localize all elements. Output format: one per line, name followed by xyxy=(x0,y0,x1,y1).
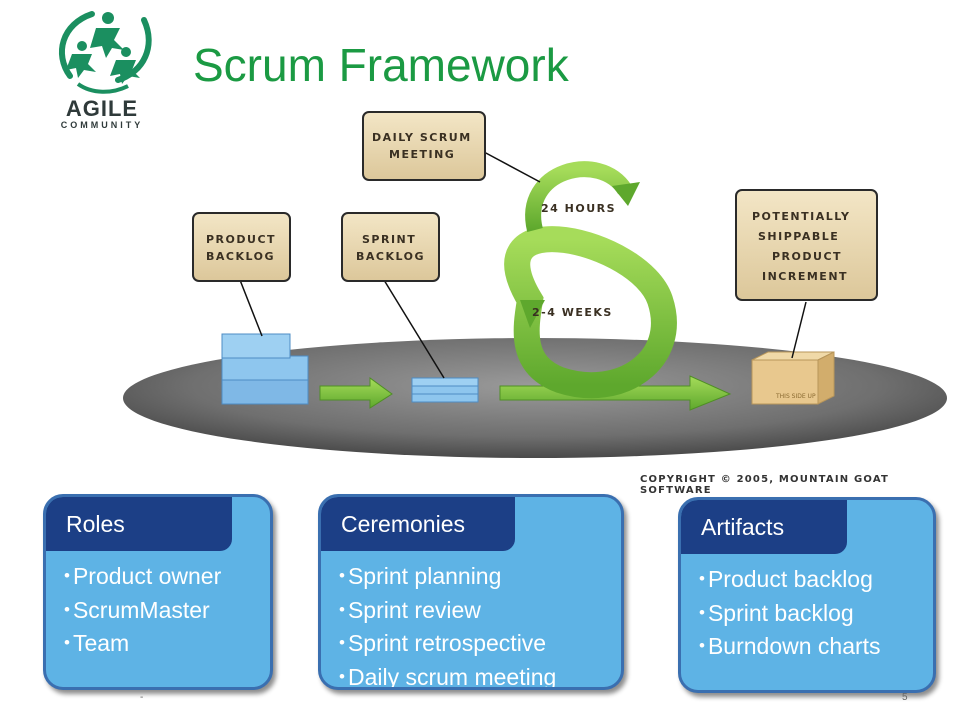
copyright-notice: COPYRIGHT © 2005, MOUNTAIN GOAT SOFTWARE xyxy=(640,474,890,496)
product-backlog-note: PRODUCT BACKLOG xyxy=(192,212,291,282)
increment-label-line: SHIPPABLE xyxy=(758,230,839,243)
hours-label: 24 HOURS xyxy=(541,202,616,215)
list-item: Team xyxy=(64,628,221,662)
roles-card: Roles Product owner ScrumMaster Team xyxy=(43,494,273,690)
list-item: Sprint backlog xyxy=(699,598,881,632)
sprint-cycle-loop-icon xyxy=(504,226,677,399)
list-item: Burndown charts xyxy=(699,631,881,665)
agile-community-logo: AGILE COMMUNITY xyxy=(52,6,162,138)
artifacts-card: Artifacts Product backlog Sprint backlog… xyxy=(678,497,936,693)
daily-scrum-label-line: DAILY SCRUM xyxy=(372,131,472,144)
list-item: Product owner xyxy=(64,561,221,595)
list-item: Daily scrum meeting xyxy=(339,662,556,688)
artifacts-tab: Artifacts xyxy=(681,500,847,554)
artifacts-list: Product backlog Sprint backlog Burndown … xyxy=(699,564,881,665)
artifacts-title: Artifacts xyxy=(701,514,785,540)
logo-word: AGILE xyxy=(65,96,139,121)
weeks-label: 2-4 WEEKS xyxy=(532,306,613,319)
ceremonies-title: Ceremonies xyxy=(341,511,465,537)
sprint-cycle-arrowhead-icon xyxy=(520,300,545,328)
increment-label-line: INCREMENT xyxy=(762,270,848,283)
page-title: Scrum Framework xyxy=(193,39,569,91)
ceremonies-list: Sprint planning Sprint review Sprint ret… xyxy=(339,561,556,688)
box-stamp: THIS SIDE UP xyxy=(775,393,816,400)
sprint-backlog-note: SPRINT BACKLOG xyxy=(341,212,440,282)
sprint-backlog-stack-icon xyxy=(411,377,479,403)
product-backlog-label-line: PRODUCT xyxy=(206,233,276,246)
list-item: Sprint retrospective xyxy=(339,628,556,662)
roles-list: Product owner ScrumMaster Team xyxy=(64,561,221,662)
list-item: Product backlog xyxy=(699,564,881,598)
increment-label-line: PRODUCT xyxy=(772,250,842,263)
product-backlog-stack-icon xyxy=(221,333,309,405)
daily-scrum-note: DAILY SCRUM MEETING xyxy=(362,111,486,181)
list-item: Sprint review xyxy=(339,595,556,629)
flow-arrow-icon xyxy=(319,377,393,409)
page-number: 5 xyxy=(902,692,908,703)
daily-cycle-arrowhead-icon xyxy=(612,182,640,206)
increment-note: POTENTIALLY SHIPPABLE PRODUCT INCREMENT xyxy=(735,189,878,301)
ceremonies-tab: Ceremonies xyxy=(321,497,515,551)
logo-figures-icon xyxy=(59,11,152,94)
scrum-diagram: 24 HOURS 2-4 WEEKS THIS SIDE UP PRODUCT … xyxy=(123,111,947,458)
roles-title: Roles xyxy=(66,511,125,537)
roles-tab: Roles xyxy=(46,497,232,551)
product-backlog-label-line: BACKLOG xyxy=(206,250,275,263)
footer-left-mark: - xyxy=(140,692,144,703)
daily-cycle-loop-icon xyxy=(525,161,632,232)
ceremonies-card: Ceremonies Sprint planning Sprint review… xyxy=(318,494,624,690)
logo-subword: COMMUNITY xyxy=(60,120,144,130)
list-item: Sprint planning xyxy=(339,561,556,595)
increment-label-line: POTENTIALLY xyxy=(752,210,851,223)
daily-scrum-label-line: MEETING xyxy=(389,148,455,161)
sprint-backlog-label-line: SPRINT xyxy=(362,233,416,246)
sprint-backlog-label-line: BACKLOG xyxy=(356,250,425,263)
shippable-box-icon: THIS SIDE UP xyxy=(751,351,835,405)
list-item: ScrumMaster xyxy=(64,595,221,629)
